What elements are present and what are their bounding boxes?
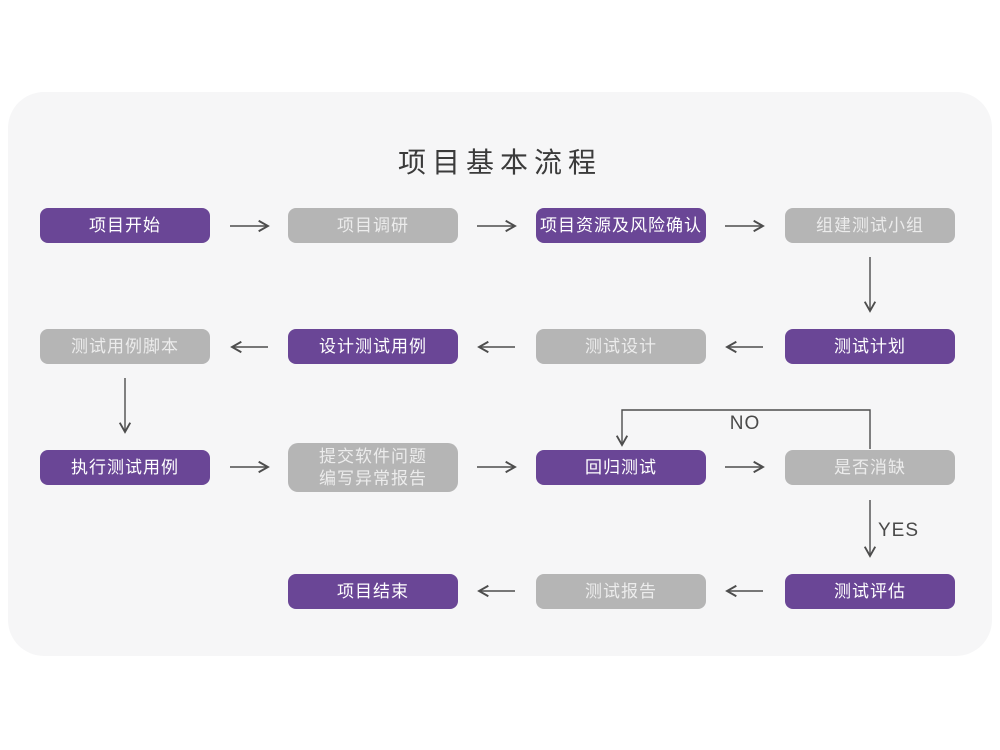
node-resources-risk-confirm: 项目资源及风险确认: [536, 208, 706, 243]
node-test-evaluation: 测试评估: [785, 574, 955, 609]
node-project-end: 项目结束: [288, 574, 458, 609]
node-label: 项目资源及风险确认: [540, 215, 702, 235]
node-project-research: 项目调研: [288, 208, 458, 243]
node-label: 测试设计: [585, 336, 657, 356]
node-label: 测试评估: [834, 581, 906, 601]
node-label: 项目结束: [337, 581, 409, 601]
node-label: 项目调研: [337, 215, 409, 235]
node-test-design: 测试设计: [536, 329, 706, 364]
node-label: 是否消缺: [834, 457, 906, 477]
flowchart-canvas: [8, 92, 992, 656]
node-label: 测试报告: [585, 581, 657, 601]
node-label: 测试计划: [834, 336, 906, 356]
diagram-title: 项目基本流程: [397, 147, 602, 178]
node-label: 执行测试用例: [71, 457, 179, 477]
node-label: 组建测试小组: [816, 215, 924, 235]
node-defect-cleared: 是否消缺: [785, 450, 955, 485]
node-test-case-script: 测试用例脚本: [40, 329, 210, 364]
node-label: 设计测试用例: [319, 336, 427, 356]
node-label: 项目开始: [89, 215, 161, 235]
node-label: 测试用例脚本: [71, 336, 179, 356]
node-build-test-team: 组建测试小组: [785, 208, 955, 243]
node-label: 提交软件问题 编写异常报告: [319, 446, 427, 488]
node-regression-test: 回归测试: [536, 450, 706, 485]
node-execute-test-cases: 执行测试用例: [40, 450, 210, 485]
node-test-report: 测试报告: [536, 574, 706, 609]
node-submit-issue-report: 提交软件问题 编写异常报告: [288, 443, 458, 492]
node-label: 回归测试: [585, 457, 657, 477]
no-label: NO: [729, 413, 761, 434]
node-project-start: 项目开始: [40, 208, 210, 243]
yes-label: YES: [878, 520, 920, 541]
node-design-test-cases: 设计测试用例: [288, 329, 458, 364]
node-test-plan: 测试计划: [785, 329, 955, 364]
